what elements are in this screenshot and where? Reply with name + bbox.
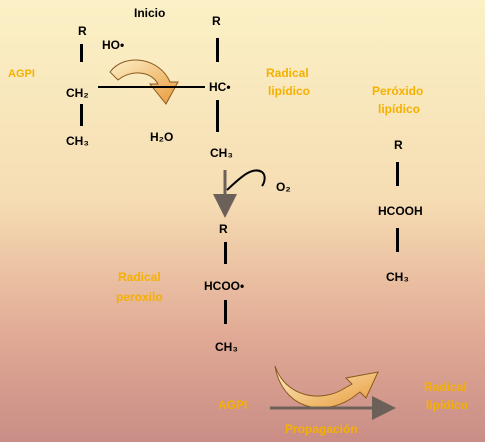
radical-peroxilo-line2: peroxilo: [116, 290, 163, 304]
ch3-label-1: CH₃: [66, 134, 89, 148]
bond-hc-ch3: [216, 100, 219, 132]
h2o-label: H₂O: [150, 130, 174, 144]
radical-lipidico-top-line1: Radical: [266, 66, 309, 80]
inicio-label: Inicio: [134, 6, 166, 20]
ho-radical-label: HO•: [102, 38, 125, 52]
oxygen-hook: [226, 169, 266, 191]
hcooh-label: HCOOH: [378, 204, 423, 218]
radical-peroxilo-line1: Radical: [118, 270, 161, 284]
bond-hcooh-ch3: [396, 228, 399, 252]
propagation-curved-arrow: [274, 365, 379, 409]
ch3-label-2: CH₃: [210, 146, 233, 160]
radical-lipidico-top-line2: lipídico: [268, 84, 310, 98]
initiation-curved-arrow: [109, 59, 179, 105]
r-label-4: R: [394, 138, 403, 152]
r-label-3: R: [219, 222, 228, 236]
bond-r-hcoo: [224, 242, 227, 264]
ch3-label-3: CH₃: [215, 340, 238, 354]
bond-r-hcooh: [396, 162, 399, 186]
bond-hcoo-ch3: [224, 300, 227, 324]
hcoo-radical-label: HCOO•: [204, 279, 245, 293]
bond-ch2-ch3: [80, 104, 83, 126]
agpi-label-bottom: AGPI: [218, 398, 248, 412]
r-label-1: R: [78, 24, 87, 38]
r-label-2: R: [212, 14, 221, 28]
agpi-label-left: AGPI: [8, 68, 35, 80]
ch3-label-4: CH₃: [386, 270, 409, 284]
hc-radical-label: HC•: [209, 80, 231, 94]
peroxido-line2: lipídico: [378, 102, 420, 116]
bond-r-ch2: [80, 44, 83, 62]
peroxido-line1: Peróxido: [372, 84, 424, 98]
ch2-label: CH₂: [66, 86, 89, 100]
propagacion-label: Propagación: [285, 422, 358, 436]
bond-r-hc: [216, 38, 219, 62]
o2-label: O₂: [276, 180, 291, 194]
radical-lipidico-bottom-line1: Radical: [424, 380, 467, 394]
radical-lipidico-bottom-line2: lipídico: [426, 398, 468, 412]
